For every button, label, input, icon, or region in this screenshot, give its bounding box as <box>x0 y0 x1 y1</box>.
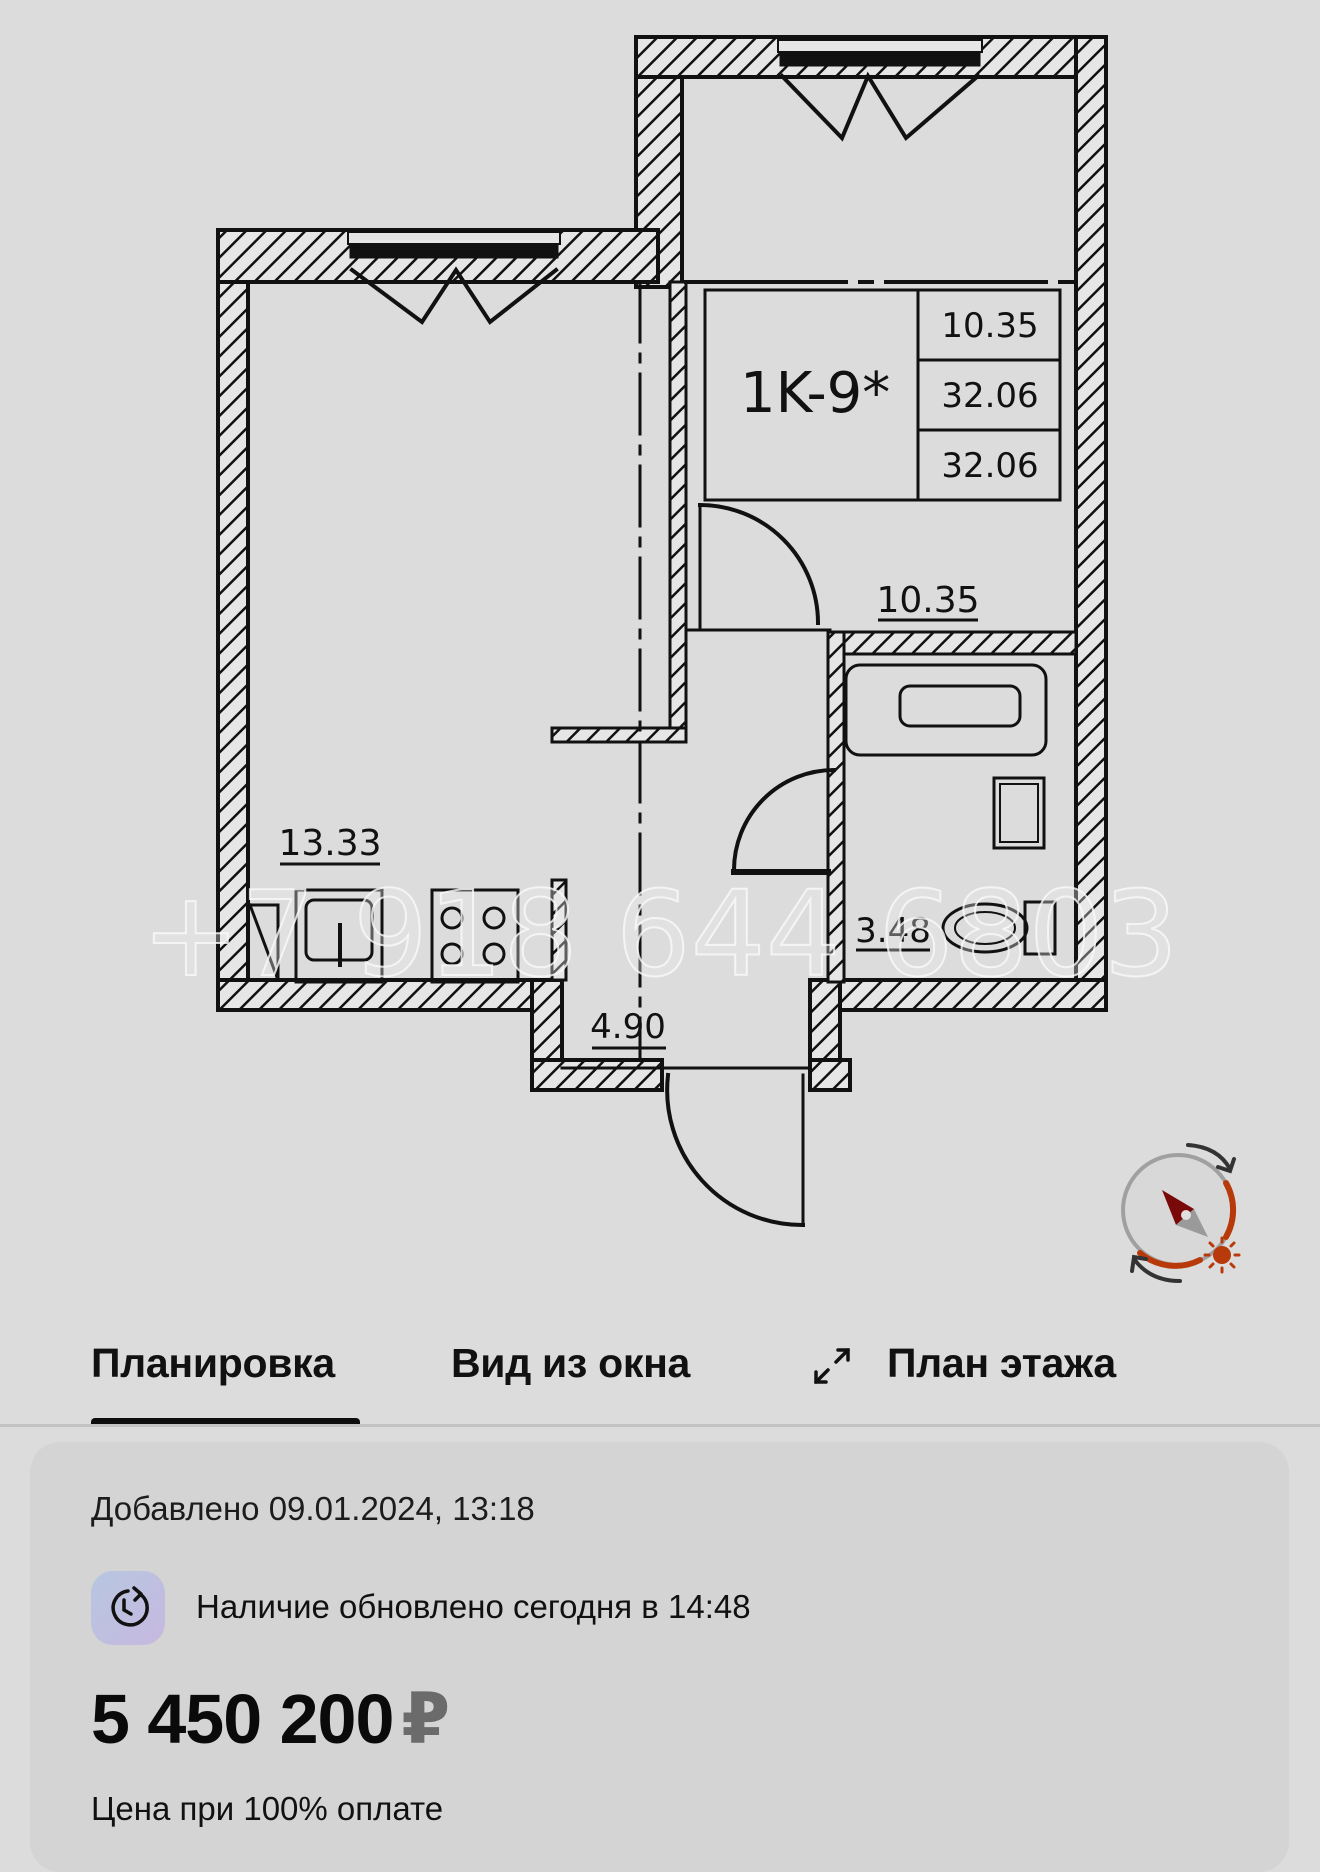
added-date: Добавлено 09.01.2024, 13:18 <box>91 1490 535 1527</box>
expand-icon[interactable] <box>810 1344 854 1388</box>
tabs-divider <box>0 1424 1320 1427</box>
price-value: 5 450 200 <box>91 1680 394 1758</box>
currency-symbol: ₽ <box>401 1680 450 1758</box>
tab-window-view[interactable]: Вид из окна <box>451 1340 691 1386</box>
svg-text:32.06: 32.06 <box>941 446 1038 486</box>
price: 5 450 200₽ <box>91 1678 450 1760</box>
tab-floor-plan[interactable]: План этажа <box>887 1340 1116 1386</box>
compass-sun-rotate-icon <box>1121 1143 1241 1283</box>
floor-plan-drawing: 1K-9* 10.35 32.06 32.06 10.35 13.33 3.48… <box>140 35 1180 1228</box>
svg-text:13.33: 13.33 <box>278 823 381 864</box>
active-tab-indicator <box>91 1418 360 1425</box>
price-note: Цена при 100% оплате <box>91 1790 444 1827</box>
clock-refresh-icon <box>111 1586 149 1627</box>
svg-text:32.06: 32.06 <box>941 376 1038 416</box>
watermark: +7 918 644 6803 <box>141 865 1178 1003</box>
svg-text:4.90: 4.90 <box>590 1007 666 1047</box>
svg-text:10.35: 10.35 <box>941 306 1038 346</box>
apartment-code: 1K-9* <box>740 361 890 426</box>
svg-text:3.48: 3.48 <box>855 911 931 951</box>
svg-text:10.35: 10.35 <box>876 580 979 621</box>
tab-layout[interactable]: Планировка <box>91 1340 335 1386</box>
compass-orientation-button[interactable] <box>1110 1125 1250 1295</box>
listing-info-card: Добавлено 09.01.2024, 13:18 Наличие обно… <box>30 1442 1289 1872</box>
availability-status: Наличие обновлено сегодня в 14:48 <box>196 1588 751 1625</box>
floor-plan-viewer[interactable]: 1K-9* 10.35 32.06 32.06 10.35 13.33 3.48… <box>0 0 1320 1300</box>
availability-badge <box>91 1571 165 1645</box>
view-tabs: Планировка Вид из окна План этажа <box>0 1310 1320 1427</box>
